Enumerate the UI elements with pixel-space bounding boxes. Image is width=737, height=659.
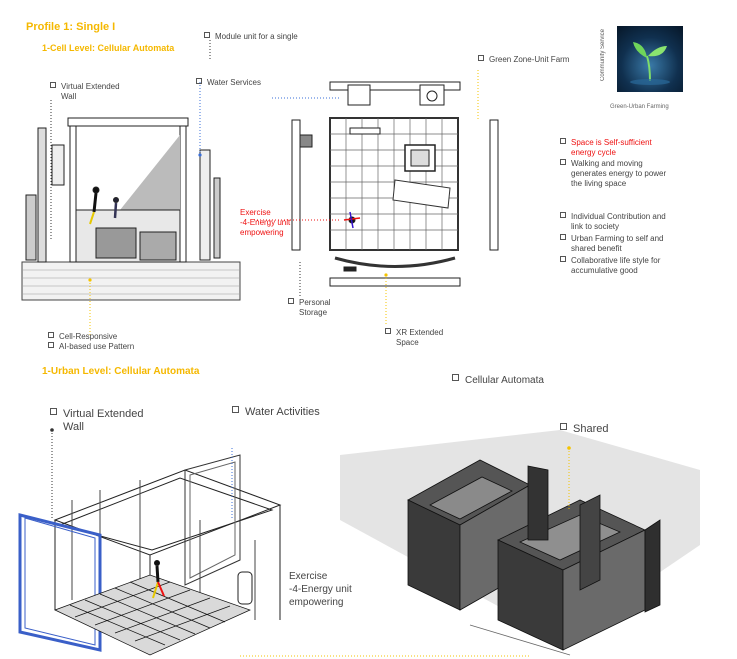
bullet-square-icon — [385, 328, 391, 334]
profile-title: Profile 1: Single I — [26, 21, 116, 33]
cell-level-title: 1-Cell Level: Cellular Automata — [42, 43, 175, 53]
bullet-square-icon — [478, 55, 484, 61]
bullet-square-icon — [560, 256, 566, 262]
bullet-square-icon — [452, 374, 459, 381]
water-activities-label: Water Activities — [232, 406, 320, 419]
community-service-caption: Community Service — [600, 29, 606, 82]
bullet-square-icon — [560, 234, 566, 240]
bullet-square-icon — [48, 332, 54, 338]
bullet-square-icon — [48, 342, 54, 348]
green-urban-farming-photo — [617, 26, 683, 92]
urban-person — [152, 560, 165, 599]
section-drawing — [21, 117, 241, 301]
block-model — [340, 430, 700, 656]
water-services-label: Water Services — [196, 78, 261, 88]
bullet-square-icon — [50, 82, 56, 88]
bullet-square-icon — [560, 159, 566, 165]
green-zone-label: Green Zone-Unit Farm — [478, 55, 569, 65]
photo-caption: Green-Urban Farming — [610, 104, 669, 110]
bullet-square-icon — [204, 32, 210, 38]
bullet-square-icon — [288, 298, 294, 304]
floor-grid — [54, 574, 251, 656]
bullet-square-icon — [232, 406, 239, 413]
bullet-square-icon — [560, 423, 567, 430]
urban-level-title: 1-Urban Level: Cellular Automata — [42, 366, 200, 377]
plan-drawing — [291, 81, 499, 287]
bullet-square-icon — [196, 78, 202, 84]
sprout-icon — [630, 42, 670, 85]
bullet-square-icon — [560, 212, 566, 218]
module-unit-label: Module unit for a single — [204, 32, 298, 42]
shared-label: Shared — [560, 423, 608, 436]
cellular-automata-label: Cellular Automata — [452, 374, 544, 387]
bullet-square-icon — [50, 408, 57, 415]
bullet-square-icon — [560, 138, 566, 144]
